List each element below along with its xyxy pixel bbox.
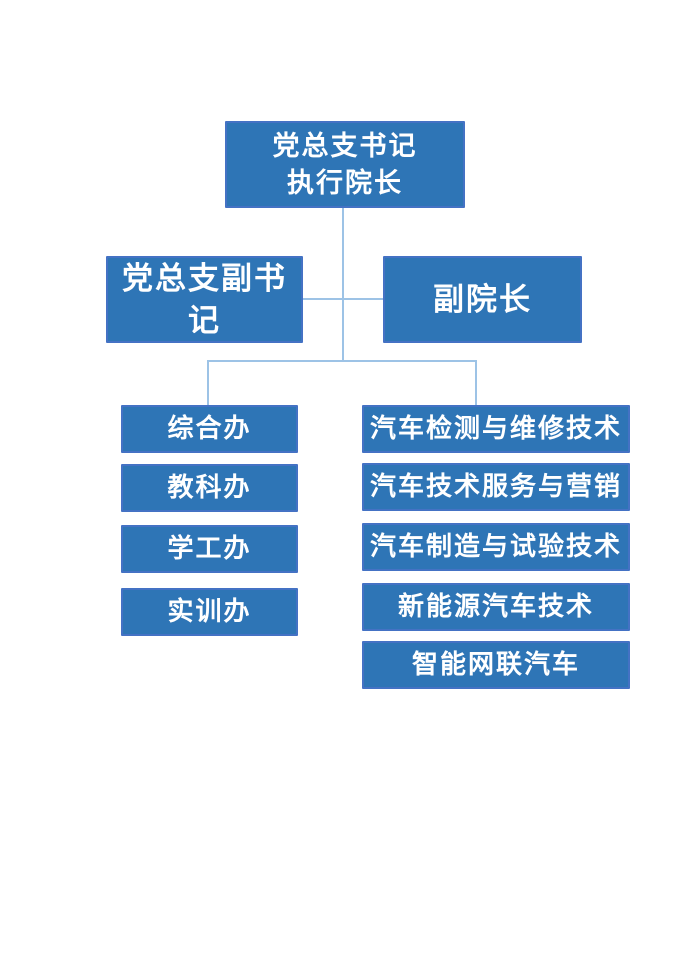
org-node-program-label: 智能网联汽车 — [411, 649, 580, 680]
org-node-office: 综合办 — [121, 405, 298, 453]
org-node-office-label: 实训办 — [167, 596, 252, 627]
org-node-program: 汽车检测与维修技术 — [362, 405, 630, 453]
org-node-program: 汽车制造与试验技术 — [362, 523, 630, 571]
org-node-program: 汽车技术服务与营销 — [362, 463, 630, 511]
org-node-office: 学工办 — [121, 525, 298, 573]
org-node-program-label: 新能源汽车技术 — [397, 591, 594, 622]
connector-offices-drop — [207, 360, 209, 406]
org-node-program-label: 汽车制造与试验技术 — [369, 531, 622, 562]
org-node-vice-dean-label: 副院长 — [433, 281, 532, 317]
org-node-office-label: 学工办 — [167, 533, 252, 564]
org-node-office: 教科办 — [121, 464, 298, 512]
org-node-office: 实训办 — [121, 588, 298, 636]
connector-level2-horizontal — [303, 298, 383, 300]
org-node-program-label: 汽车检测与维修技术 — [369, 413, 622, 444]
org-node-deputy-secretary: 党总支副书记 — [106, 256, 303, 343]
connector-level3-horizontal — [207, 360, 477, 362]
connector-root-vertical — [342, 208, 344, 361]
org-node-program: 智能网联汽车 — [362, 641, 630, 689]
org-node-root: 党总支书记 执行院长 — [225, 121, 465, 208]
org-node-root-label-line2: 执行院长 — [287, 167, 403, 198]
org-node-root-label-line1: 党总支书记 — [272, 131, 418, 162]
org-node-vice-dean: 副院长 — [383, 256, 582, 343]
org-node-office-label: 综合办 — [167, 413, 252, 444]
org-node-deputy-secretary-label: 党总支副书记 — [122, 260, 287, 338]
org-node-program-label: 汽车技术服务与营销 — [369, 471, 622, 502]
org-node-office-label: 教科办 — [167, 472, 252, 503]
connector-programs-drop — [475, 360, 477, 406]
org-node-program: 新能源汽车技术 — [362, 583, 630, 631]
